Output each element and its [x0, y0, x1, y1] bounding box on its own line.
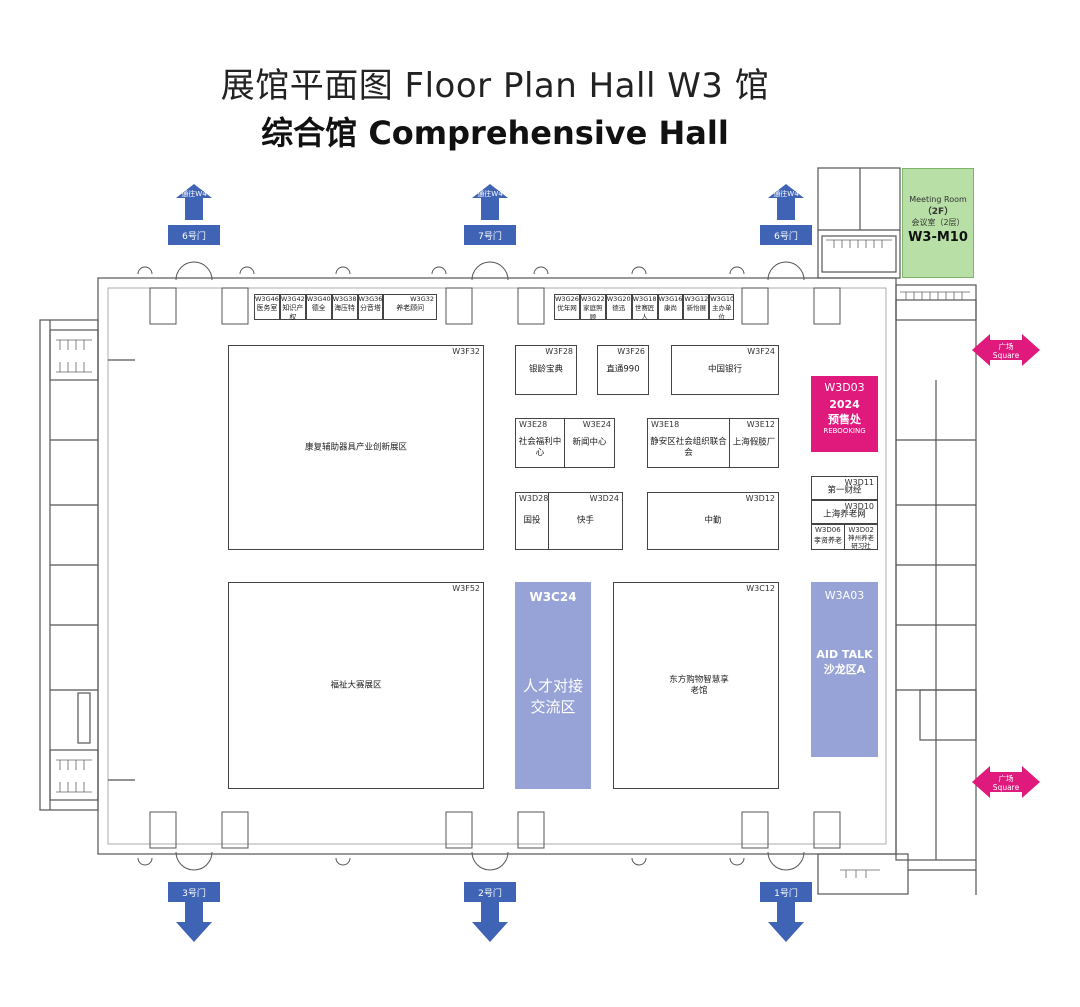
- meeting-room-en: Meeting Room: [909, 195, 967, 204]
- booth-w3a03-aid-talk[interactable]: W3A03 AID TALK 沙龙区A: [811, 582, 878, 757]
- exit-top-3-label: 通往W4: [773, 190, 799, 198]
- square-2[interactable]: 广场 Square: [990, 774, 1022, 792]
- square-2-en: Square: [992, 783, 1020, 792]
- booth-w3f32[interactable]: W3F32 康复辅助器具产业创新展区: [228, 345, 484, 550]
- meeting-room-w3-m10[interactable]: Meeting Room （2F） 会议室（2层） W3-M10: [902, 168, 974, 278]
- booth-w3e28[interactable]: W3E28 社会福利中心: [515, 418, 565, 468]
- exit-bottom-1-gate[interactable]: 3号门: [182, 889, 206, 899]
- meeting-room-code: W3-M10: [908, 230, 968, 245]
- booth-w3d12[interactable]: W3D12 中勤: [647, 492, 779, 550]
- exit-top-1-label: 通往W4: [181, 190, 207, 198]
- meeting-room-floor: （2F）: [922, 207, 954, 217]
- exit-top-2-gate[interactable]: 7号门: [478, 232, 502, 242]
- booth-w3f26[interactable]: W3F26 直通990: [597, 345, 649, 395]
- booth-w3d28[interactable]: W3D28 国投: [515, 492, 549, 550]
- booth-w3d10[interactable]: W3D10 上海养老网: [811, 500, 878, 524]
- square-1-cn: 广场: [998, 342, 1014, 351]
- exit-bottom-3-gate[interactable]: 1号门: [774, 889, 798, 899]
- booth-w3d02[interactable]: W3D02 神州养老研习社: [844, 524, 878, 550]
- meeting-room-cn: 会议室（2层）: [911, 218, 965, 227]
- booth-w3c12[interactable]: W3C12 东方购物智慧享老馆: [613, 582, 779, 789]
- page-title: 展馆平面图 Floor Plan Hall W3 馆: [220, 66, 770, 106]
- square-1[interactable]: 广场 Square: [990, 342, 1022, 360]
- booth-w3d11[interactable]: W3D11 第一财经: [811, 476, 878, 500]
- exit-top-1-gate[interactable]: 6号门: [182, 232, 206, 242]
- booth-w3f28[interactable]: W3F28 银龄宝典: [515, 345, 577, 395]
- booth-w3e18[interactable]: W3E18 静安区社会组织联合会: [647, 418, 730, 468]
- exit-top-2-label: 通往W4: [477, 190, 503, 198]
- page-subtitle: 综合馆 Comprehensive Hall: [261, 114, 729, 152]
- booth-w3d03-rebooking[interactable]: W3D03 2024 预售处 REBOOKING: [811, 376, 878, 452]
- square-1-en: Square: [992, 351, 1020, 360]
- booth-w3e12[interactable]: W3E12 上海假肢厂: [729, 418, 779, 468]
- square-2-cn: 广场: [998, 774, 1014, 783]
- booth-w3e24[interactable]: W3E24 新闻中心: [564, 418, 615, 468]
- booth-w3c24-talent-zone[interactable]: W3C24 人才对接交流区: [515, 582, 591, 789]
- exit-top-3-gate[interactable]: 6号门: [774, 232, 798, 242]
- exit-bottom-2-gate[interactable]: 2号门: [478, 889, 502, 899]
- booth-w3d06[interactable]: W3D06 孝贤养老: [811, 524, 845, 550]
- booth-w3d24[interactable]: W3D24 快手: [548, 492, 623, 550]
- booth-w3f52[interactable]: W3F52 福祉大赛展区: [228, 582, 484, 789]
- booth-w3f24[interactable]: W3F24 中国银行: [671, 345, 779, 395]
